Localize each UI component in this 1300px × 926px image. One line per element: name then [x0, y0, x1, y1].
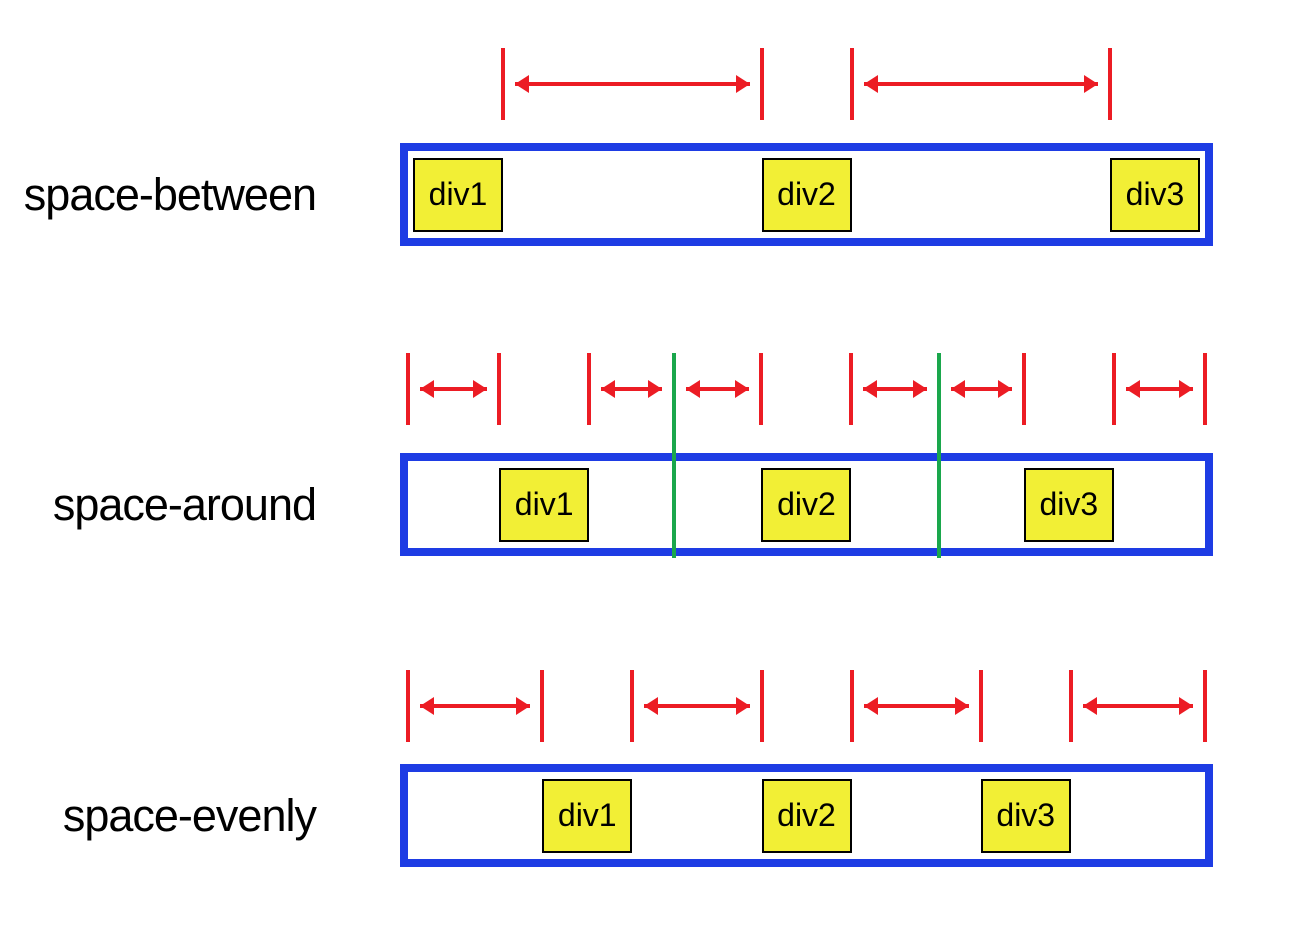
- row-label-text: space-evenly: [62, 789, 317, 841]
- row-label-text: space-around: [52, 478, 317, 530]
- gap-tick: [1022, 353, 1026, 425]
- gap-tick: [1203, 353, 1207, 425]
- gap-width-arrow: [1083, 704, 1193, 708]
- gap-width-arrow: [420, 387, 487, 391]
- gap-width-arrow: [644, 704, 750, 708]
- flex-item-div2: div2: [761, 157, 852, 232]
- gap-width-arrow: [601, 387, 662, 391]
- gap-width-arrow: [686, 387, 749, 391]
- row-label-text: space-between: [23, 168, 317, 220]
- flex-item-div2: div2: [761, 778, 852, 853]
- gap-width-arrow: [864, 704, 969, 708]
- flex-item-div3: div3: [980, 778, 1071, 853]
- gap-tick: [630, 670, 634, 742]
- flex-item-div3: div3: [1023, 467, 1114, 542]
- gap-tick: [1108, 48, 1112, 120]
- gap-tick: [979, 670, 983, 742]
- gap-tick: [759, 353, 763, 425]
- gap-tick: [540, 670, 544, 742]
- annotation-band: [0, 670, 1300, 742]
- flex-item-div1: div1: [499, 467, 590, 542]
- flex-container: div1 div2 div3: [400, 764, 1213, 867]
- gap-width-arrow: [1126, 387, 1193, 391]
- annotation-band: [0, 48, 1300, 120]
- row-label: space-evenly: [0, 764, 317, 867]
- gap-tick: [849, 353, 853, 425]
- gap-tick: [497, 353, 501, 425]
- gap-tick: [587, 353, 591, 425]
- gap-tick: [1069, 670, 1073, 742]
- gap-width-arrow: [420, 704, 530, 708]
- gap-tick: [406, 353, 410, 425]
- flex-item-div1: div1: [542, 778, 633, 853]
- gap-width-arrow: [863, 387, 927, 391]
- gap-width-arrow: [951, 387, 1012, 391]
- gap-tick: [760, 670, 764, 742]
- flex-item-div2: div2: [761, 467, 852, 542]
- annotation-band: [0, 353, 1300, 558]
- flex-item-div1: div1: [413, 157, 503, 232]
- gap-tick: [406, 670, 410, 742]
- gap-tick: [1112, 353, 1116, 425]
- figure-row-space-between: space-between div1 div2 div3: [0, 48, 1300, 246]
- gap-width-arrow: [864, 82, 1098, 86]
- gap-tick: [760, 48, 764, 120]
- row-label: space-between: [0, 143, 317, 246]
- gap-tick: [850, 48, 854, 120]
- row-label: space-around: [0, 453, 317, 556]
- flex-item-div3: div3: [1110, 157, 1200, 232]
- thirds-separator-line: [937, 353, 941, 558]
- flex-container: div1 div2 div3: [400, 453, 1213, 556]
- gap-tick: [1203, 670, 1207, 742]
- figure-row-space-evenly: space-evenly div1 div2 div3: [0, 670, 1300, 867]
- gap-tick: [850, 670, 854, 742]
- gap-tick: [501, 48, 505, 120]
- flex-container: div1 div2 div3: [400, 143, 1213, 246]
- gap-width-arrow: [515, 82, 750, 86]
- thirds-separator-line: [672, 353, 676, 558]
- figure-row-space-around: space-around div1 div2 div3: [0, 353, 1300, 558]
